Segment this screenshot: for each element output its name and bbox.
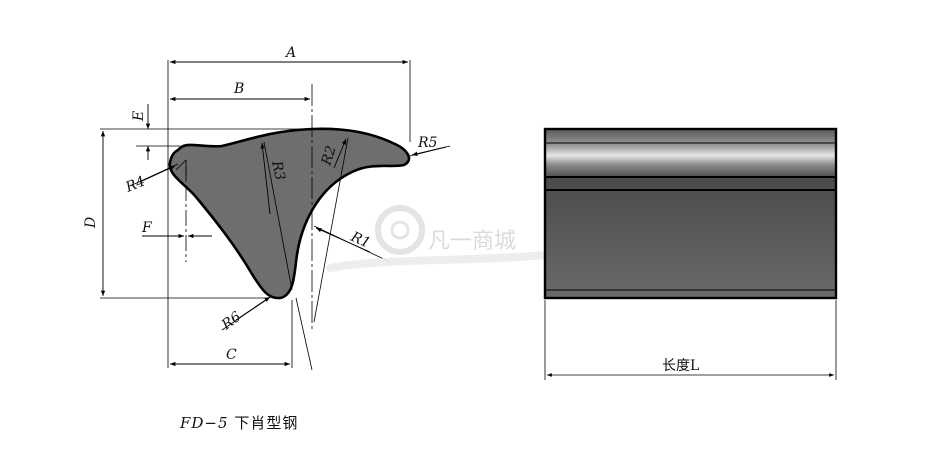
dim-label-b: B [233, 81, 244, 97]
cross-section-view: A B C D E F R1 R2 R3 R4 R5 R6 [83, 45, 451, 371]
drawing-caption: FD−5 下肖型钢 [180, 412, 298, 433]
watermark: 凡一商城 [326, 205, 564, 272]
dim-label-r3: R3 [268, 159, 288, 182]
dim-label-a: A [284, 45, 296, 61]
dim-label-c: C [226, 347, 237, 363]
part-name: 下肖型钢 [234, 414, 299, 432]
side-view-top-band [545, 129, 836, 177]
dim-label-r1: R1 [347, 229, 372, 252]
dim-label-r2: R2 [318, 144, 340, 168]
side-view: 长度L [543, 127, 838, 380]
dim-label-r4: R4 [123, 174, 148, 196]
watermark-text: 凡一商城 [428, 229, 516, 254]
part-code: FD−5 [180, 414, 229, 432]
dim-label-f: F [141, 220, 153, 236]
dim-label-d: D [83, 217, 99, 229]
section-profile [168, 127, 411, 300]
dimension-lines [100, 59, 447, 367]
watermark-logo-icon [375, 205, 425, 255]
dim-label-e: E [131, 111, 147, 122]
dim-label-length: 长度L [662, 358, 699, 374]
dim-label-r6: R6 [218, 309, 244, 334]
side-view-body [545, 177, 836, 298]
dim-label-r5: R5 [417, 135, 438, 151]
